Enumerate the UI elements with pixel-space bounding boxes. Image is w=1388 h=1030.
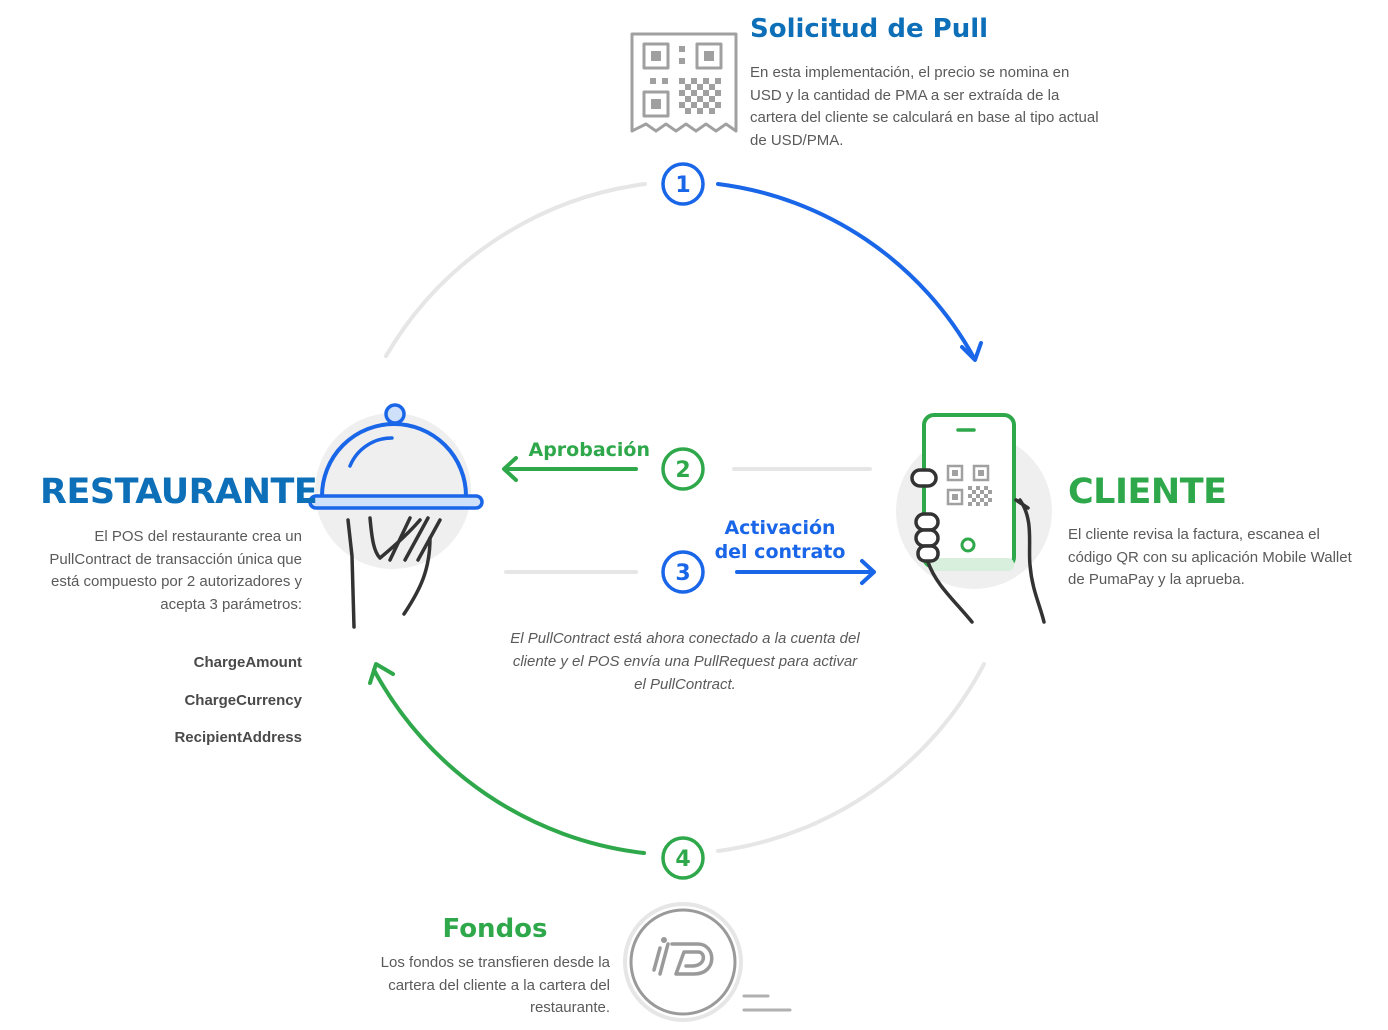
restaurant-description: El POS del restaurante crea un PullContr… [49, 528, 302, 613]
param-charge-currency: ChargeCurrency [184, 692, 302, 709]
client-description: El cliente revisa la factura, escanea el… [1068, 526, 1352, 588]
step-4-badge: 4 [661, 836, 705, 880]
step-3-label-line2: del contrato [714, 541, 846, 563]
serving-cloche-icon [308, 403, 484, 629]
step-2-label: Aprobación [528, 439, 650, 461]
step-3-arrow [735, 559, 876, 585]
client-title: CLIENTE [1068, 472, 1227, 512]
pull-request-title: Solicitud de Pull [750, 14, 989, 44]
step-3-badge: 3 [661, 550, 705, 594]
step-3-number: 3 [675, 561, 690, 586]
step-2-number: 2 [675, 458, 690, 483]
step-1-badge: 1 [661, 162, 705, 206]
step-1-number: 1 [675, 173, 690, 198]
step-3-label-line1: Activación [724, 517, 836, 539]
step-3-label: Activación del contrato [705, 516, 855, 564]
funds-title: Fondos [442, 914, 548, 944]
phone-qr-icon [896, 413, 1052, 624]
pumapay-coin-icon [623, 902, 792, 1022]
param-charge-amount: ChargeAmount [193, 654, 302, 671]
funds-description: Los fondos se transfieren desde la carte… [380, 954, 610, 1016]
step-4-arrow [368, 662, 646, 855]
step-1-arrow [716, 182, 983, 362]
param-recipient-address: RecipientAddress [174, 729, 302, 746]
contract-note: El PullContract está ahora conectado a l… [510, 630, 860, 693]
step-2-arrow [502, 456, 638, 482]
restaurant-title: RESTAURANTE [40, 472, 318, 512]
qr-receipt-icon [630, 32, 738, 133]
pull-request-description: En esta implementación, el precio se nom… [750, 64, 1099, 149]
step-4-number: 4 [675, 847, 690, 872]
cycle-ring [384, 182, 986, 853]
step-2-badge: 2 [661, 447, 705, 491]
